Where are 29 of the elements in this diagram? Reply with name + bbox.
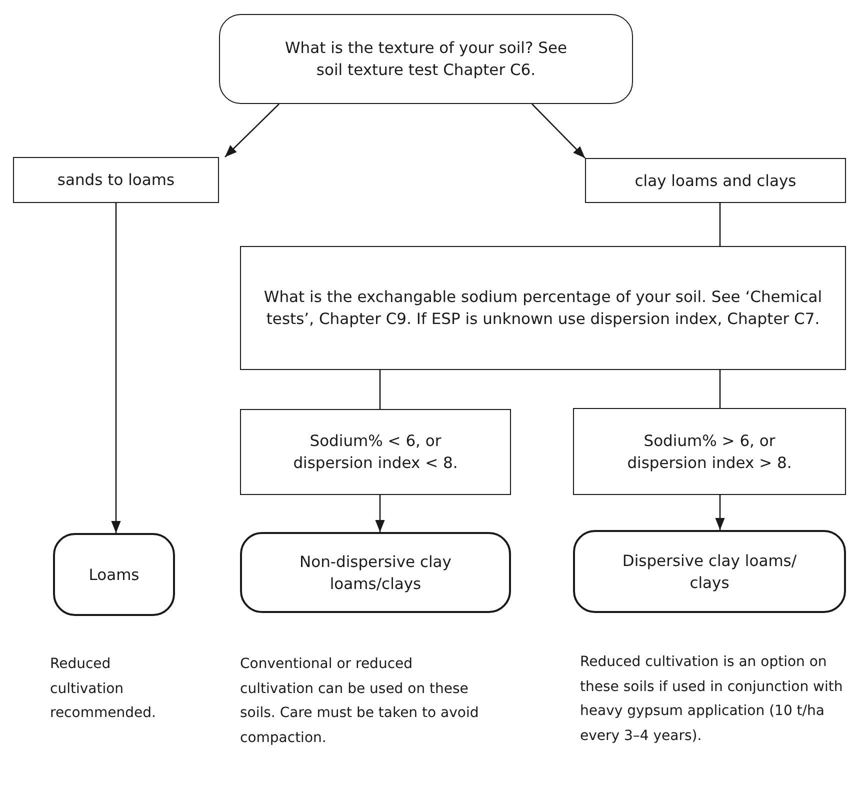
node-text: Sodium% > 6, or dispersion index > 8.	[626, 430, 793, 474]
process-box	[240, 409, 511, 495]
arrow	[111, 203, 121, 533]
process-box	[585, 158, 846, 203]
connector-line	[719, 370, 721, 408]
node-text: What is the exchangable sodium percentage of your soil. See ‘Chemical tests’, Chapter C9. If ESP is unknown use dispersion index, Chapter C7.	[262, 287, 824, 330]
process-box	[13, 157, 219, 203]
note-text: Reduced cultivation is an option on these soils if used in conjunction with heavy gypsum application (10 t/ha every 3–4 years).	[580, 653, 844, 746]
connector-line	[379, 370, 381, 409]
arrow	[715, 495, 725, 530]
rounded-box	[573, 530, 846, 613]
process-box	[240, 246, 846, 370]
node-text: What is the texture of your soil? See soil texture test Chapter C6.	[284, 38, 568, 81]
rounded-box	[240, 532, 511, 613]
arrow	[532, 104, 586, 158]
node-text: clay loams and clays	[634, 170, 796, 192]
node-text: Sodium% < 6, or dispersion index < 8.	[292, 431, 459, 474]
note-text: Reduced cultivation recommended.	[50, 655, 157, 723]
arrow	[224, 104, 280, 158]
rounded-box	[53, 533, 175, 616]
node-text: Loams	[88, 564, 140, 586]
connector-line	[719, 203, 721, 246]
node-text: sands to loams	[57, 170, 175, 191]
note-text: Conventional or reduced cultivation can be used on these soils. Care must be taken to avoid compaction.	[240, 655, 480, 748]
node-text: Dispersive clay loams/ clays	[621, 550, 798, 594]
process-box	[573, 408, 846, 495]
arrow	[375, 495, 385, 532]
rounded-box	[219, 14, 633, 104]
node-text: Non-dispersive clay loams/clays	[298, 552, 452, 594]
